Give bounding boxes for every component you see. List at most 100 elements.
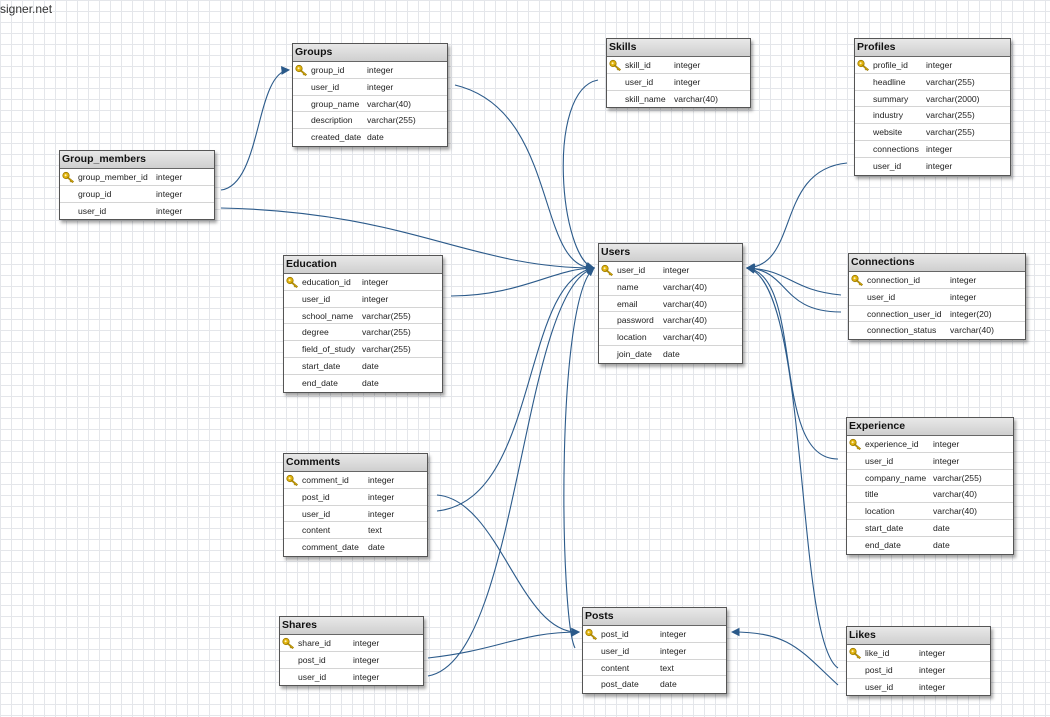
column-name: user_id <box>601 645 630 656</box>
connector-comments-users[interactable] <box>436 264 596 512</box>
column-type: integer <box>663 265 690 275</box>
connector-likes-posts[interactable] <box>730 627 839 686</box>
connector-connections-users[interactable] <box>745 263 842 296</box>
connector-group-members-users[interactable] <box>220 207 596 273</box>
connector-group-members-groups[interactable] <box>220 66 291 191</box>
column-name: post_id <box>298 654 326 665</box>
connector-groups-users[interactable] <box>454 84 596 273</box>
column-type: varchar(255) <box>926 127 975 138</box>
column-type: integer <box>156 172 183 182</box>
connector-shares-users[interactable] <box>427 266 596 677</box>
column-name: user_id <box>865 455 894 466</box>
connector-comments-posts[interactable] <box>436 494 581 637</box>
connector-posts-users[interactable] <box>563 267 595 649</box>
column-name: profile_id <box>873 60 908 70</box>
column-type: integer <box>919 664 946 675</box>
column-name: school_name <box>302 310 354 321</box>
connector-profiles-users[interactable] <box>745 162 848 272</box>
connector-likes-users[interactable] <box>745 265 839 669</box>
connector-education-users[interactable] <box>450 263 596 297</box>
connector-shares-posts[interactable] <box>427 627 581 659</box>
column-name: start_date <box>865 522 904 533</box>
connector-experience-users[interactable] <box>745 264 839 460</box>
connector-skills-users[interactable] <box>562 79 599 271</box>
column-name: comment_id <box>302 475 349 485</box>
column-name: user_id <box>298 671 327 682</box>
connector-connections-users-2[interactable] <box>745 263 842 313</box>
column-type: date <box>367 132 384 143</box>
column-name: skill_id <box>625 60 651 70</box>
key-icon <box>62 171 75 183</box>
